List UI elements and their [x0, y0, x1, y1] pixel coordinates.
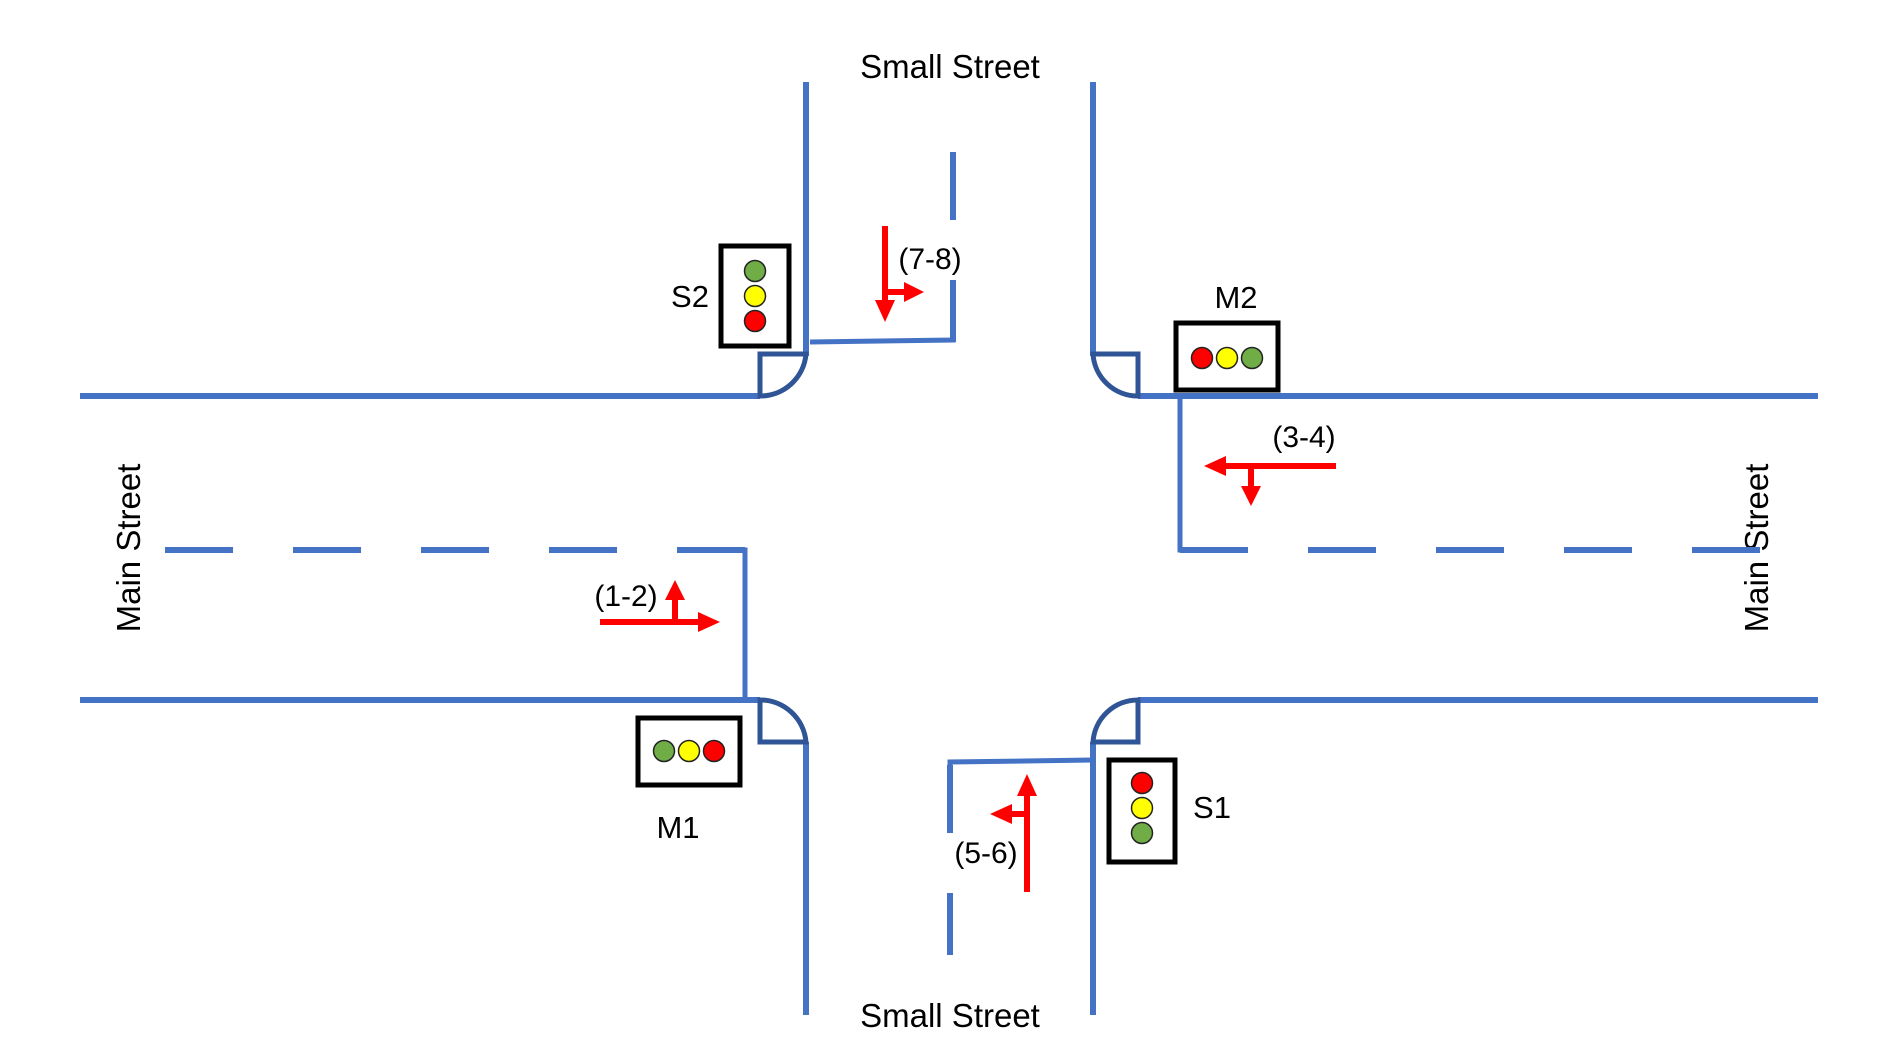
small-street-label-top: Small Street: [860, 48, 1040, 85]
curb-corners: [757, 351, 1141, 745]
movement-3-4-straight-head: [1204, 456, 1226, 476]
traffic-light-m1-bulb-1: [652, 739, 676, 763]
movement-arrow-7-8: [875, 226, 924, 322]
traffic-light-s2: [718, 243, 792, 349]
traffic-light-s1-bulb-2: [1130, 796, 1154, 820]
traffic-light-s2-bulb-2: [743, 284, 767, 308]
stop-line-east: [1177, 398, 1245, 553]
traffic-light-s2-bulb-1: [743, 259, 767, 283]
traffic-light-m2: [1173, 320, 1281, 393]
traffic-light-s1: [1106, 757, 1178, 865]
corner-northwest: [757, 351, 809, 399]
traffic-light-s2-label: S2: [671, 279, 709, 314]
stop-line-west: [700, 547, 748, 700]
stop-line-south: [947, 757, 1094, 810]
movement-7-8-straight-head: [875, 300, 895, 322]
traffic-light-m2-bulb-2: [1215, 346, 1239, 370]
movement-1-2-straight-head: [698, 612, 720, 632]
traffic-light-s1-bulb-1: [1130, 771, 1154, 795]
movement-3-4-left-head: [1241, 486, 1261, 506]
small-street-label-bottom: Small Street: [860, 997, 1040, 1034]
traffic-light-m2-bulb-1: [1190, 346, 1214, 370]
corner-southeast: [1090, 697, 1141, 745]
traffic-light-m1: [635, 715, 743, 788]
traffic-light-s1-label: S1: [1193, 790, 1231, 825]
movement-5-6-straight-head: [1017, 774, 1037, 796]
traffic-light-s1-bulb-3: [1130, 821, 1154, 845]
traffic-light-s2-bulb-3: [743, 309, 767, 333]
movement-1-2-left-head: [665, 580, 685, 600]
traffic-light-m2-bulb-3: [1240, 346, 1264, 370]
movement-label-1-2: (1-2): [594, 580, 657, 613]
traffic-light-m1-bulb-2: [677, 739, 701, 763]
lane-markings: [165, 152, 1818, 955]
movement-label-5-6: (5-6): [954, 837, 1017, 870]
movement-arrow-1-2: [600, 580, 720, 632]
movement-5-6-left-head: [990, 804, 1012, 824]
corner-northeast: [1090, 351, 1141, 399]
traffic-light-m1-bulb-3: [702, 739, 726, 763]
movement-arrow-5-6: [990, 774, 1037, 892]
movement-label-3-4: (3-4): [1272, 421, 1335, 454]
corner-southwest: [757, 697, 809, 745]
movement-7-8-left-head: [904, 282, 924, 302]
traffic-light-m1-label: M1: [656, 810, 699, 845]
traffic-light-m2-label: M2: [1214, 280, 1257, 315]
stop-line-north: [809, 300, 956, 345]
road-edges: [80, 82, 1818, 1015]
movement-arrow-3-4: [1204, 456, 1336, 506]
main-street-label-left: Main Street: [110, 464, 147, 633]
movement-label-7-8: (7-8): [898, 243, 961, 276]
